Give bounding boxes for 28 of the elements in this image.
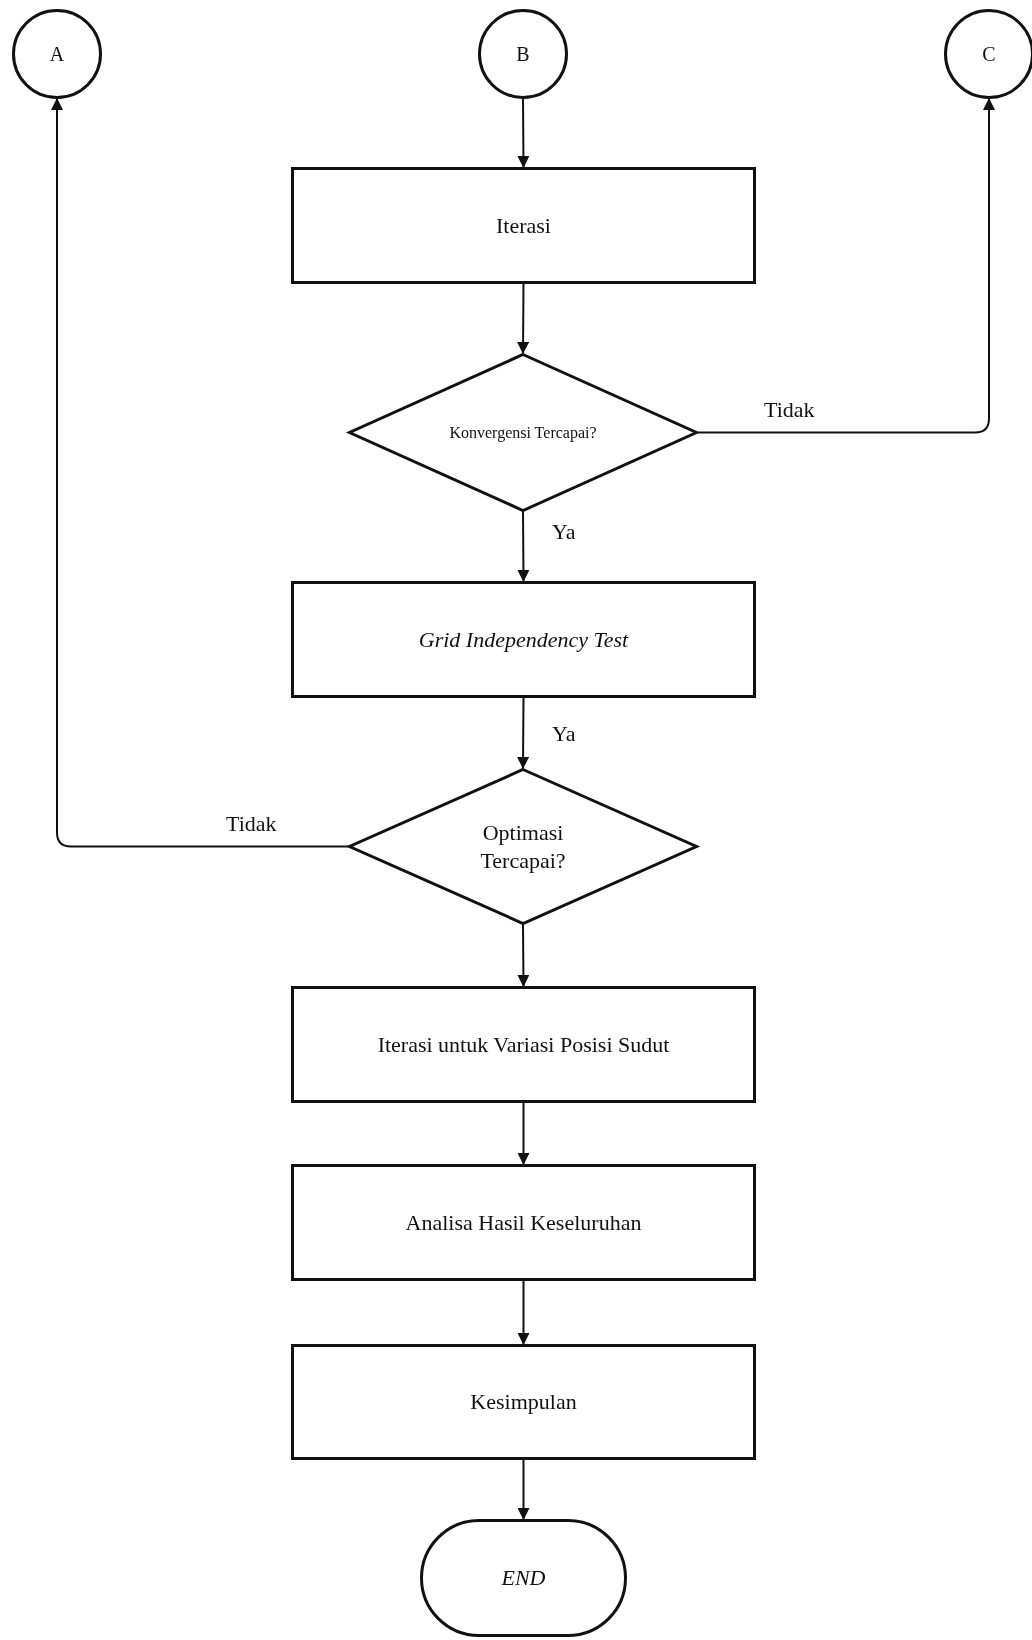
arrow: [51, 98, 349, 848]
node-label: END: [501, 1564, 546, 1592]
node-label: Optimasi Tercapai?: [479, 819, 567, 874]
arrow: [697, 98, 995, 434]
node-label: Iterasi: [496, 211, 551, 240]
process-box: [291, 167, 756, 284]
node-label: C: [982, 41, 996, 67]
arrow: [517, 511, 530, 582]
node-label: Kesimpulan: [470, 1388, 577, 1416]
arrow: [517, 1459, 530, 1520]
node-label: Konvergensi Tercapai?: [449, 422, 597, 443]
decision-diamond: [348, 353, 698, 512]
arrow: [517, 924, 530, 987]
node-label: B: [516, 41, 530, 67]
process-box: [291, 1164, 756, 1281]
process-box: [291, 1344, 756, 1460]
arrow: [517, 1102, 530, 1165]
node-label: Iterasi untuk Variasi Posisi Sudut: [377, 1030, 670, 1059]
arrow: [517, 697, 530, 769]
arrow: [517, 283, 530, 354]
arrow: [517, 1280, 530, 1345]
process-box: [291, 581, 756, 698]
decision-diamond: [348, 768, 698, 925]
node-label: Analisa Hasil Keseluruhan: [405, 1208, 642, 1237]
node-label: A: [49, 41, 65, 67]
node-label: Grid Independency Test: [418, 625, 629, 654]
process-box: [291, 986, 756, 1103]
arrow: [517, 98, 530, 168]
